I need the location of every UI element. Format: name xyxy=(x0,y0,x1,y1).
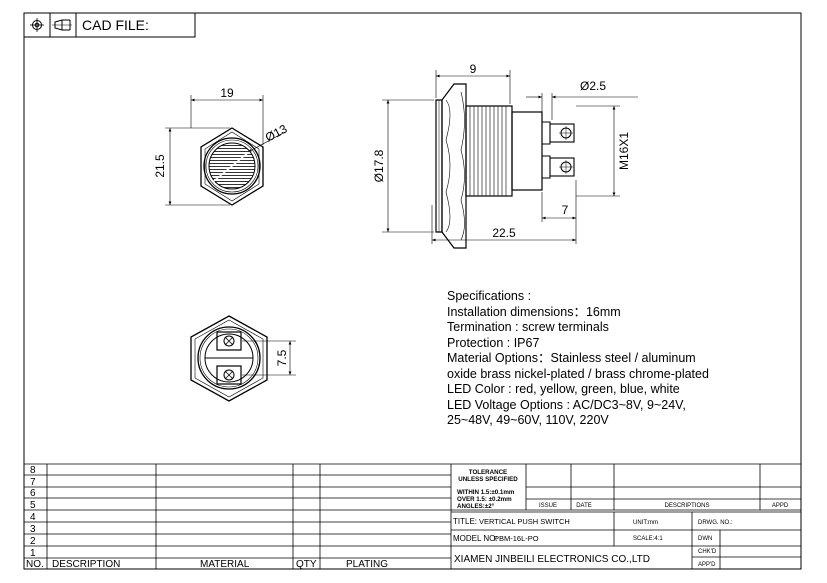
appd-top-label: APPD xyxy=(772,503,789,509)
spec-line: LED Color : red, yellow, green, blue, wh… xyxy=(447,382,680,396)
dim-terminal-length: 7 xyxy=(562,203,569,217)
title-block xyxy=(451,463,801,569)
spec-line: Protection : IP67 xyxy=(447,335,540,350)
side-view xyxy=(435,83,575,249)
dim-button-diameter: Ø13 xyxy=(263,121,290,144)
revision-table xyxy=(24,463,452,569)
issue-row: ISSUE DATE DESCRIPTIONS APPD xyxy=(539,503,789,509)
spec-line: LED Voltage Options : AC/DC3~8V, 9~24V, xyxy=(447,397,686,412)
spec-line: Termination : screw terminals xyxy=(447,320,609,334)
spec-line: Installation dimensions：16mm xyxy=(447,304,621,319)
header-plating: PLATING xyxy=(346,559,388,570)
revision-row-numbers: 8 7 6 5 4 3 2 1 xyxy=(30,465,36,559)
tolerance-line-1: WITHIN 1.5:±0.1mm xyxy=(457,489,515,496)
projection-symbol-icon xyxy=(30,18,72,32)
tolerance-block: TOLERANCE UNLESS SPECIFIED WITHIN 1.5:±0… xyxy=(457,469,518,510)
revision-headers: NO. DESCRIPTION MATERIAL QTY PLATING xyxy=(26,559,388,570)
front-view xyxy=(200,127,264,206)
row-number: 5 xyxy=(30,500,36,511)
dim-body-diameter: Ø17.8 xyxy=(372,149,386,182)
spec-line: oxide brass nickel-plated / brass chrome… xyxy=(447,366,709,381)
header-qty: QTY xyxy=(296,559,317,570)
title-value: VERTICAL PUSH SWITCH xyxy=(479,517,570,526)
dim-terminal-diameter: Ø2.5 xyxy=(580,79,606,93)
model-label: MODEL NO: xyxy=(453,534,498,543)
appd-label: APP'D xyxy=(698,562,716,568)
row-number: 4 xyxy=(30,512,36,523)
rear-view xyxy=(190,315,268,402)
dim-terminal-spacing: 7.5 xyxy=(275,349,289,366)
chkd-label: CHK'D xyxy=(698,549,717,555)
descriptions-label: DESCRIPTIONS xyxy=(664,503,709,509)
scale-label: SCALE:4:1 xyxy=(633,536,663,542)
row-number: 7 xyxy=(30,477,36,488)
dim-hex-width: 19 xyxy=(220,86,234,100)
specifications-block: Specifications : Installation dimensions… xyxy=(447,289,737,429)
title-label: TITLE: xyxy=(453,517,477,526)
tolerance-line-2: OVER 1.5: ±0.2mm xyxy=(457,496,512,503)
header-description: DESCRIPTION xyxy=(52,559,120,570)
tolerance-line-3: ANGLES:±2° xyxy=(457,503,495,510)
header-no: NO. xyxy=(26,559,44,570)
row-number: 1 xyxy=(30,548,36,559)
specifications-title: Specifications : xyxy=(447,289,532,303)
dim-total-length: 22.5 xyxy=(492,226,516,240)
cad-file-box xyxy=(23,12,196,38)
spec-line: Material Options：Stainless steel / alumi… xyxy=(447,351,696,365)
row-number: 6 xyxy=(30,488,36,499)
dwn-label: DWN xyxy=(698,536,712,542)
row-number: 8 xyxy=(30,465,36,476)
tolerance-title: TOLERANCE xyxy=(469,469,507,476)
drawing-border xyxy=(23,12,802,570)
dim-thread: M16X1 xyxy=(617,132,631,170)
unit-label: UNIT:mm xyxy=(633,520,658,526)
row-number: 3 xyxy=(30,524,36,535)
cad-file-label: CAD FILE: xyxy=(82,17,149,33)
date-label: DATE xyxy=(576,503,592,509)
spec-line: 25~48V, 49~60V, 110V, 220V xyxy=(447,413,609,427)
model-value: PBM-16L-PO xyxy=(494,534,539,543)
dim-hex-height: 21.5 xyxy=(153,154,167,178)
drwg-no-label: DRWG. NO.: xyxy=(698,520,733,526)
company-name: XIAMEN JINBEILI ELECTRONICS CO.,LTD xyxy=(454,554,650,565)
dim-head-length: 9 xyxy=(470,62,477,76)
row-number: 2 xyxy=(30,536,36,547)
tolerance-subtitle: UNLESS SPECIFIED xyxy=(458,476,518,483)
issue-label: ISSUE xyxy=(539,503,557,509)
header-material: MATERIAL xyxy=(200,559,250,570)
